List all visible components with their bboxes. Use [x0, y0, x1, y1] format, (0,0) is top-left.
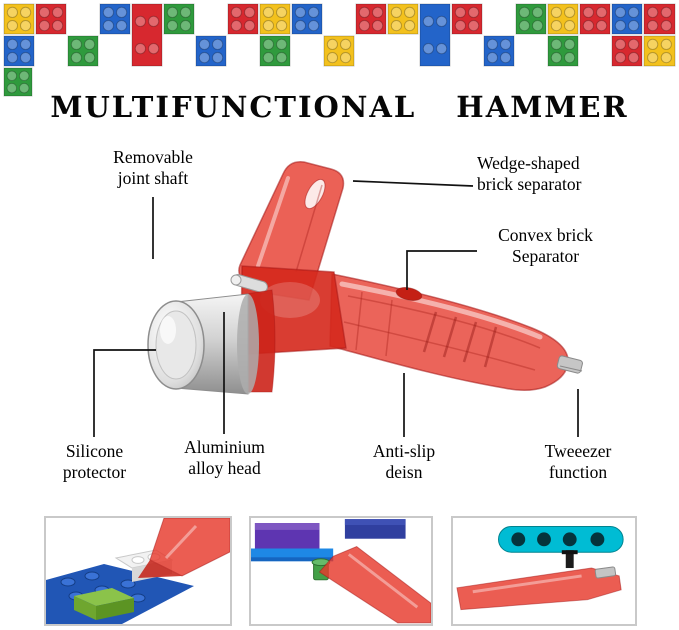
leader-silicone-protector	[93, 349, 156, 437]
callout-tweezer-function: Tweeezer function	[544, 441, 612, 483]
callout-convex-brick-separator: Convex brick Separator	[498, 225, 593, 267]
usage-photo-tweezer-scene	[456, 525, 624, 611]
lego-brick	[3, 35, 35, 67]
handle-inner-ribs	[343, 291, 541, 371]
hammer-handle	[329, 273, 569, 391]
tweezer-tip	[556, 355, 583, 374]
lego-brick	[611, 3, 643, 35]
lego-brick	[195, 35, 227, 67]
lego-brick	[643, 3, 676, 35]
lego-brick	[611, 35, 643, 67]
arm-highlight	[256, 176, 290, 268]
leader-lines	[93, 180, 579, 437]
page-title: MULTIFUNCTIONAL HAMMER	[50, 90, 629, 124]
usage-gallery	[0, 516, 679, 628]
hammer-diagram	[93, 161, 583, 437]
callout-anti-slip-design: Anti-slip deisn	[372, 441, 436, 483]
callout-wedge-brick-separator: Wedge-shaped brick separator	[477, 153, 582, 195]
usage-photo-prying-scene	[46, 518, 230, 624]
lego-brick	[291, 3, 323, 35]
callout-removable-joint-shaft: Removable joint shaft	[113, 147, 193, 189]
lego-brick	[67, 35, 99, 67]
usage-photo-prying	[44, 516, 232, 626]
lego-brick	[387, 3, 419, 35]
wedge-slot-hole	[304, 178, 326, 210]
hammer-illustration	[147, 161, 583, 395]
lego-brick	[163, 3, 195, 35]
lego-brick	[3, 67, 33, 97]
usage-photo-tweezer	[451, 516, 637, 626]
arm-inner-rib	[295, 184, 323, 273]
lego-brick	[515, 3, 547, 35]
handle-highlight	[339, 281, 543, 340]
anti-slip-ridges	[422, 311, 498, 368]
hammer-head	[147, 293, 259, 395]
convex-separator-bump	[395, 287, 423, 301]
lego-brick	[451, 3, 483, 35]
lego-brick	[323, 35, 355, 67]
lego-brick	[547, 3, 579, 35]
lego-brick	[355, 3, 387, 35]
lego-brick	[131, 3, 163, 67]
usage-photo-pushing-scene	[251, 519, 431, 624]
lego-brick	[99, 3, 131, 35]
lego-brick	[643, 35, 676, 67]
lego-brick	[419, 3, 451, 67]
joint-shaft	[230, 274, 268, 293]
lego-brick	[259, 35, 291, 67]
lego-brick	[35, 3, 67, 35]
lego-brick	[259, 3, 291, 35]
lego-brick	[547, 35, 579, 67]
brick-border	[3, 3, 676, 97]
leader-wedge-separator	[352, 180, 474, 187]
lego-brick	[483, 35, 515, 67]
lego-brick	[227, 3, 259, 35]
callout-aluminium-alloy-head: Aluminium alloy head	[184, 437, 265, 479]
leader-convex-separator	[406, 250, 477, 290]
lego-brick	[3, 3, 35, 35]
body-highlight	[260, 282, 320, 318]
callout-silicone-protector: Silicone protector	[62, 441, 127, 483]
usage-photo-pushing	[249, 516, 433, 626]
lego-brick	[579, 3, 611, 35]
